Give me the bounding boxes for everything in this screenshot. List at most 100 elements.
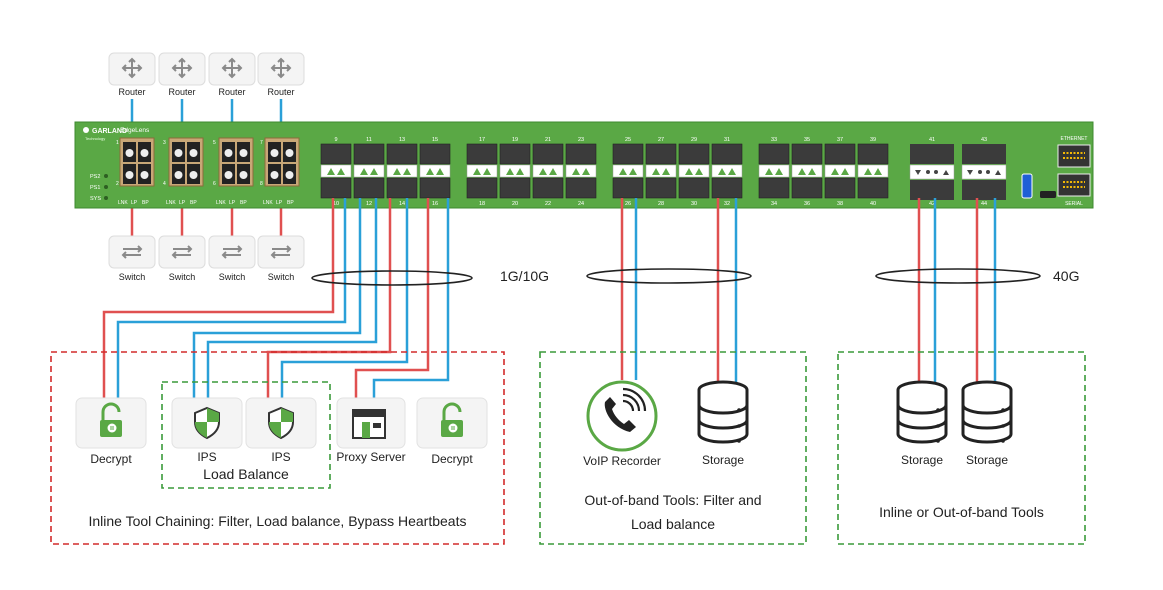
svg-text:39: 39	[870, 137, 876, 143]
led-label-ps1: PS1	[90, 185, 100, 191]
router-2	[158, 52, 206, 86]
svg-text:41: 41	[929, 137, 935, 143]
speed-label-right: 40G	[1053, 268, 1080, 284]
tool-label-decrypt-1: Decrypt	[90, 452, 132, 466]
top-routers	[108, 52, 305, 86]
switch-label-3: Switch	[218, 272, 246, 282]
tool-label-ips-2: IPS	[271, 450, 291, 464]
router-3	[208, 52, 256, 86]
svg-text:31: 31	[724, 137, 730, 143]
oob-caption-line1: Out-of-band Tools: Filter and	[584, 492, 762, 508]
svg-text:20: 20	[512, 201, 518, 207]
tool-voip	[586, 380, 658, 452]
led-label-ps2: PS2	[90, 174, 100, 180]
tool-label-ips-1: IPS	[197, 450, 217, 464]
svg-text:BP: BP	[190, 200, 197, 206]
load-balance-box	[161, 381, 331, 489]
storage-icon	[697, 380, 749, 445]
svg-text:BP: BP	[142, 200, 149, 206]
qsfp-port-1	[909, 144, 955, 200]
router-label-1: Router	[118, 87, 146, 97]
svg-text:7: 7	[260, 140, 263, 146]
svg-text:42: 42	[929, 201, 935, 207]
svg-text:LNK: LNK	[216, 200, 226, 206]
svg-text:LP: LP	[229, 200, 236, 206]
tool-label-storage-oob: Storage	[701, 453, 745, 467]
svg-text:BP: BP	[287, 200, 294, 206]
router-1	[108, 52, 156, 86]
svg-text:35: 35	[804, 137, 810, 143]
bypass-module-2: 3 4	[163, 137, 204, 187]
serial-label: SERIAL	[1065, 201, 1083, 207]
brand-logo-icon	[83, 127, 89, 133]
switch-label-2: Switch	[168, 272, 196, 282]
tool-ips-1	[171, 397, 243, 449]
svg-text:25: 25	[625, 137, 631, 143]
oob-caption-line2: Load balance	[630, 516, 716, 532]
inline-caption: Inline Tool Chaining: Filter, Load balan…	[88, 513, 467, 529]
tool-proxy	[336, 397, 406, 449]
svg-text:4: 4	[163, 181, 166, 187]
brand-name: GARLAND	[92, 128, 127, 135]
oob-group-box	[539, 351, 807, 545]
switch-2	[158, 235, 206, 269]
bypass-module-3: 5 6	[213, 137, 254, 187]
svg-text:21: 21	[545, 137, 551, 143]
svg-text:2: 2	[116, 181, 119, 187]
svg-text:12: 12	[366, 201, 372, 207]
svg-text:18: 18	[479, 201, 485, 207]
mixed-group-box	[837, 351, 1086, 545]
svg-text:24: 24	[578, 201, 584, 207]
storage-icon	[961, 380, 1013, 445]
serial-port	[1057, 173, 1091, 197]
oob-links	[620, 198, 997, 384]
svg-text:13: 13	[399, 137, 405, 143]
svg-text:LP: LP	[179, 200, 186, 206]
svg-text:38: 38	[837, 201, 843, 207]
tool-decrypt-1	[75, 397, 147, 449]
speed-label-left: 1G/10G	[500, 268, 550, 284]
svg-text:36: 36	[804, 201, 810, 207]
product-name: EdgeLens	[120, 127, 150, 134]
svg-text:16: 16	[432, 201, 438, 207]
bypass-module-1: 1 2	[116, 137, 155, 187]
switch-1	[108, 235, 156, 269]
load-balance-caption: Load Balance	[203, 466, 289, 482]
inline-group-box	[50, 351, 505, 545]
svg-text:LP: LP	[276, 200, 283, 206]
phone-icon	[604, 397, 636, 432]
svg-text:LP: LP	[131, 200, 138, 206]
svg-text:3: 3	[163, 140, 166, 146]
svg-text:11: 11	[366, 137, 372, 143]
storage-icon	[896, 380, 948, 445]
chassis: GARLAND Technology EdgeLens PS2 PS1 SYS …	[74, 121, 1094, 209]
svg-text:19: 19	[512, 137, 518, 143]
svg-text:22: 22	[545, 201, 551, 207]
switch-4	[257, 235, 305, 269]
ethernet-label: ETHERNET	[1061, 136, 1088, 142]
tool-decrypt-2	[416, 397, 488, 449]
svg-text:15: 15	[432, 137, 438, 143]
svg-text:LNK: LNK	[118, 200, 128, 206]
router-label-3: Router	[218, 87, 246, 97]
switch-label-4: Switch	[267, 272, 295, 282]
inline-links	[102, 198, 450, 442]
tool-ips-2	[245, 397, 317, 449]
svg-text:10: 10	[333, 201, 339, 207]
svg-text:26: 26	[625, 201, 631, 207]
usb-port	[1021, 173, 1033, 199]
qsfp-port-2	[961, 144, 1007, 200]
svg-text:32: 32	[724, 201, 730, 207]
svg-text:6: 6	[213, 181, 216, 187]
ethernet-port	[1057, 144, 1091, 168]
svg-text:37: 37	[837, 137, 843, 143]
bundle-ellipses	[311, 268, 1041, 286]
bottom-switches	[108, 235, 305, 269]
svg-text:9: 9	[334, 137, 337, 143]
svg-text:28: 28	[658, 201, 664, 207]
mixed-caption: Inline or Out-of-band Tools	[879, 504, 1044, 520]
svg-text:LNK: LNK	[166, 200, 176, 206]
svg-text:23: 23	[578, 137, 584, 143]
